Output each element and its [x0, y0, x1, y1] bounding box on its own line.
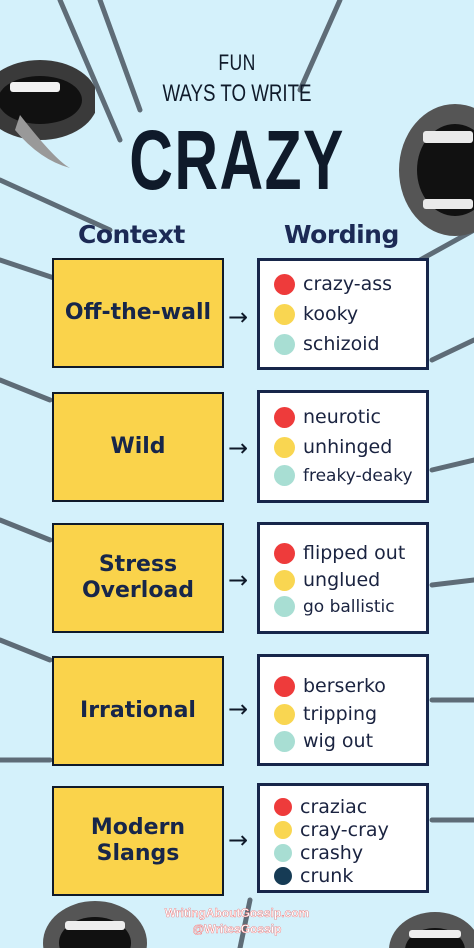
context-box: Wild: [52, 392, 224, 502]
footer-handle: @WritesGossip: [192, 922, 282, 936]
word-item: flipped out: [274, 542, 405, 564]
navy-dot-icon: [274, 867, 292, 885]
word-item: kooky: [274, 303, 358, 325]
mouth-illustration-top-right: [399, 104, 474, 236]
word-label: wig out: [303, 730, 374, 752]
red-dot-icon: [274, 406, 295, 428]
title-ways: WAYS TO WRITE: [162, 80, 312, 107]
context-box: Off-the-wall: [52, 258, 224, 368]
word-item: neurotic: [274, 406, 381, 428]
word-item: unhinged: [274, 436, 392, 458]
word-label: crashy: [300, 842, 364, 864]
arrow-right-icon: →: [228, 566, 249, 594]
word-item: cray-cray: [274, 819, 389, 841]
red-dot-icon: [274, 273, 295, 295]
wording-box: berserko tripping wig out: [257, 654, 429, 766]
context-box: Stress Overload: [52, 523, 224, 633]
word-item: freaky-deaky: [274, 465, 413, 486]
arrow-right-icon: →: [228, 303, 249, 331]
yellow-dot-icon: [274, 821, 292, 839]
word-label: crazy-ass: [303, 273, 393, 295]
word-label: unglued: [303, 569, 381, 591]
yellow-dot-icon: [274, 436, 295, 458]
yellow-dot-icon: [274, 303, 295, 325]
word-label: kooky: [303, 303, 359, 325]
wording-header: Wording: [284, 220, 399, 249]
arrow-right-icon: →: [228, 434, 249, 462]
word-label: berserko: [303, 675, 386, 697]
footer-site: WritingAboutGossip.com: [164, 906, 310, 920]
word-item: berserko: [274, 675, 386, 697]
word-label: crunk: [300, 865, 354, 887]
red-dot-icon: [274, 675, 295, 697]
word-item: tripping: [274, 703, 377, 725]
teal-dot-icon: [274, 596, 295, 617]
word-item: craziac: [274, 796, 367, 818]
arrow-right-icon: →: [228, 695, 249, 723]
word-item: crunk: [274, 865, 353, 887]
teal-dot-icon: [274, 844, 292, 862]
yellow-dot-icon: [274, 569, 295, 591]
arrow-right-icon: →: [228, 826, 249, 854]
word-item: go ballistic: [274, 596, 395, 617]
word-item: crazy-ass: [274, 273, 392, 295]
mouth-illustration-bottom-right: [389, 912, 474, 948]
wording-box: craziac cray-cray crashy crunk: [257, 783, 429, 893]
mouth-illustration-top-left: [0, 60, 95, 168]
yellow-dot-icon: [274, 703, 295, 725]
word-item: unglued: [274, 569, 380, 591]
wording-box: neurotic unhinged freaky-deaky: [257, 390, 429, 503]
teal-dot-icon: [274, 730, 295, 752]
word-item: wig out: [274, 730, 373, 752]
word-label: craziac: [300, 796, 368, 818]
word-label: neurotic: [303, 406, 381, 428]
wording-box: crazy-ass kooky schizoid: [257, 258, 429, 370]
title-main: CRAZY: [129, 113, 345, 207]
word-label: flipped out: [303, 542, 406, 564]
word-label: schizoid: [303, 333, 380, 355]
word-label: freaky-deaky: [303, 465, 413, 486]
word-label: tripping: [303, 703, 378, 725]
red-dot-icon: [274, 798, 292, 816]
teal-dot-icon: [274, 465, 295, 486]
red-dot-icon: [274, 542, 295, 564]
word-label: go ballistic: [303, 596, 395, 617]
context-box: Irrational: [52, 656, 224, 766]
word-label: cray-cray: [300, 819, 389, 841]
word-label: unhinged: [303, 436, 393, 458]
title-fun: FUN: [218, 50, 256, 75]
word-item: crashy: [274, 842, 363, 864]
context-box: Modern Slangs: [52, 786, 224, 896]
context-header: Context: [78, 220, 185, 249]
mouth-illustration-bottom-left: [43, 901, 147, 948]
teal-dot-icon: [274, 333, 295, 355]
wording-box: flipped out unglued go ballistic: [257, 522, 429, 634]
word-item: schizoid: [274, 333, 380, 355]
